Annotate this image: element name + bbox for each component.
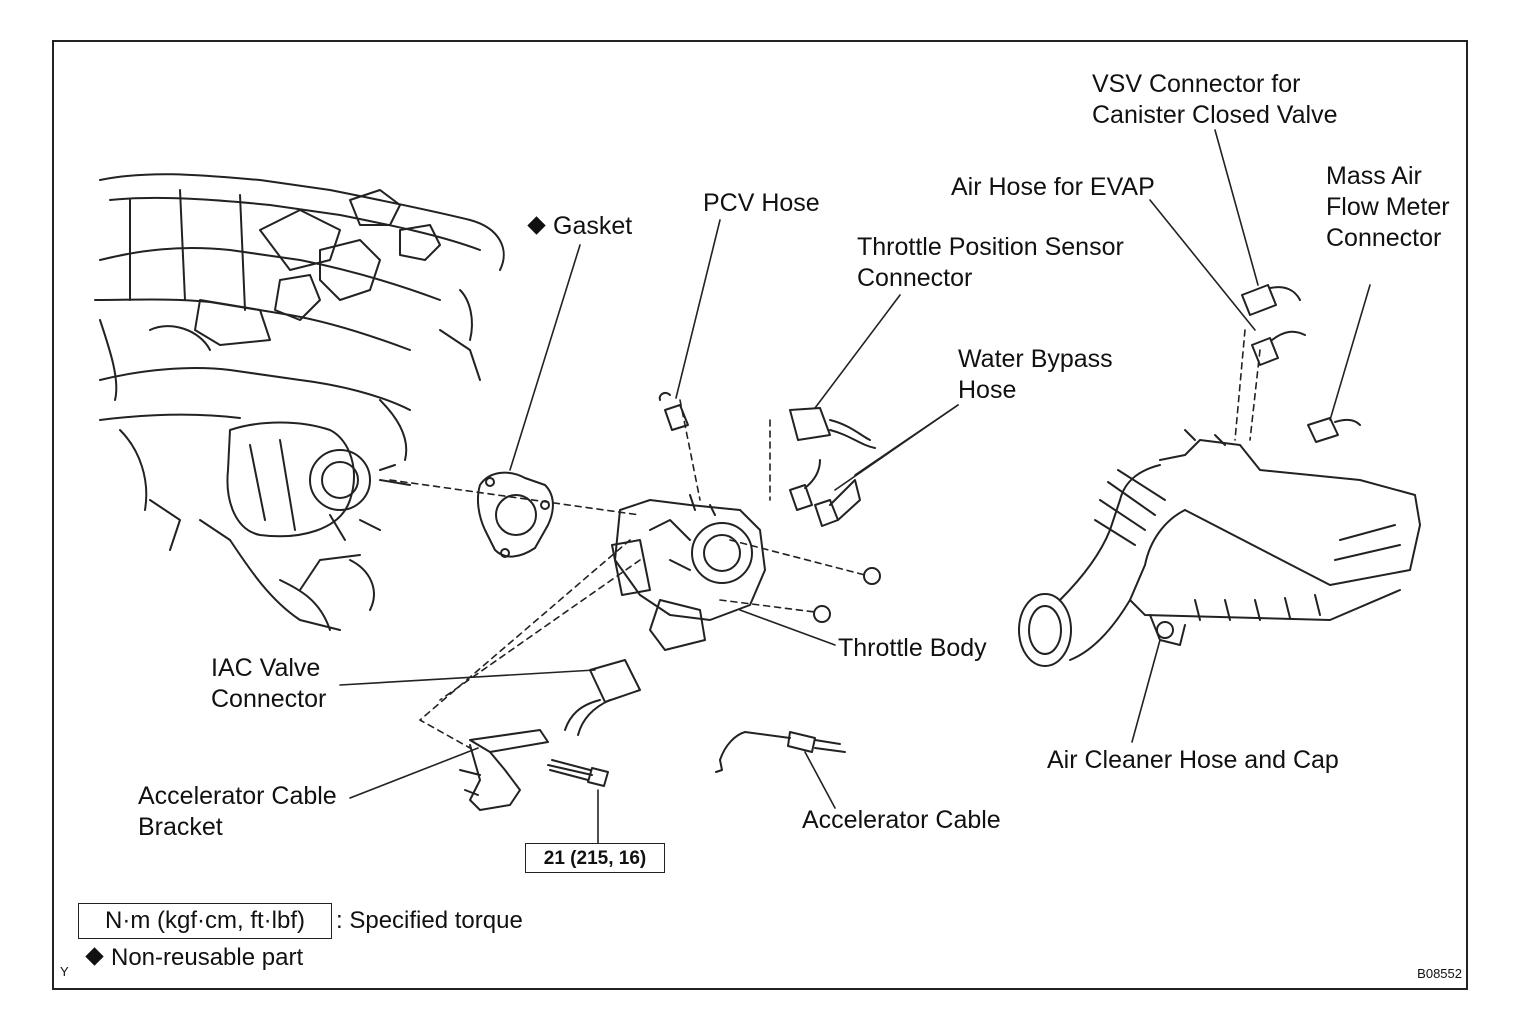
vsv-connector-label: VSV Connector for Canister Closed Valve: [1092, 70, 1338, 129]
throttle-position-sensor-connector-label: Throttle Position Sensor Connector: [857, 233, 1124, 292]
iac-connector-part: [564, 659, 641, 736]
bolt-part: [547, 759, 609, 787]
leader-lines: [339, 129, 1371, 844]
pcv-hose-part: [658, 391, 689, 431]
maf-connector-part: [1307, 417, 1361, 443]
nonreusable-diamond-icon: [527, 216, 546, 235]
engine-block: [94, 173, 505, 631]
air-cleaner-part: [1018, 429, 1421, 667]
accelerator-cable-label: Accelerator Cable: [802, 806, 1001, 834]
nut-lower: [813, 605, 831, 623]
evap-vsv-parts: [1241, 284, 1306, 366]
pcv-hose-label: PCV Hose: [703, 189, 820, 217]
accelerator-cable-part: [715, 731, 846, 773]
legend-diamond-icon: [85, 947, 104, 966]
figure-code: B08552: [1417, 966, 1462, 981]
accelerator-cable-bracket-label: Accelerator Cable Bracket: [138, 782, 337, 841]
water-bypass-hose-part: [789, 459, 861, 527]
corner-mark: Y: [60, 964, 69, 979]
throttle-body-label: Throttle Body: [838, 634, 987, 662]
water-bypass-hose-label: Water Bypass Hose: [958, 345, 1113, 404]
legend-torque-units: N·m (kgf·cm, ft·lbf): [78, 903, 332, 939]
legend-nonreusable: Non-reusable part: [85, 942, 303, 974]
iac-valve-connector-label: IAC Valve Connector: [211, 654, 327, 713]
maf-connector-label: Mass Air Flow Meter Connector: [1326, 162, 1450, 252]
nut-upper: [863, 567, 881, 585]
accelerator-bracket-part: [459, 729, 549, 811]
gasket-part: [476, 471, 554, 558]
throttle-body-part: [611, 494, 766, 651]
diagram-frame: [52, 40, 1468, 990]
tps-connector-part: [789, 407, 876, 449]
torque-spec-box: 21 (215, 16): [525, 843, 665, 873]
legend-torque-desc: : Specified torque: [336, 907, 523, 934]
gasket-label: Gasket: [527, 211, 632, 242]
air-hose-evap-label: Air Hose for EVAP: [951, 173, 1155, 201]
air-cleaner-hose-label: Air Cleaner Hose and Cap: [1047, 746, 1339, 774]
